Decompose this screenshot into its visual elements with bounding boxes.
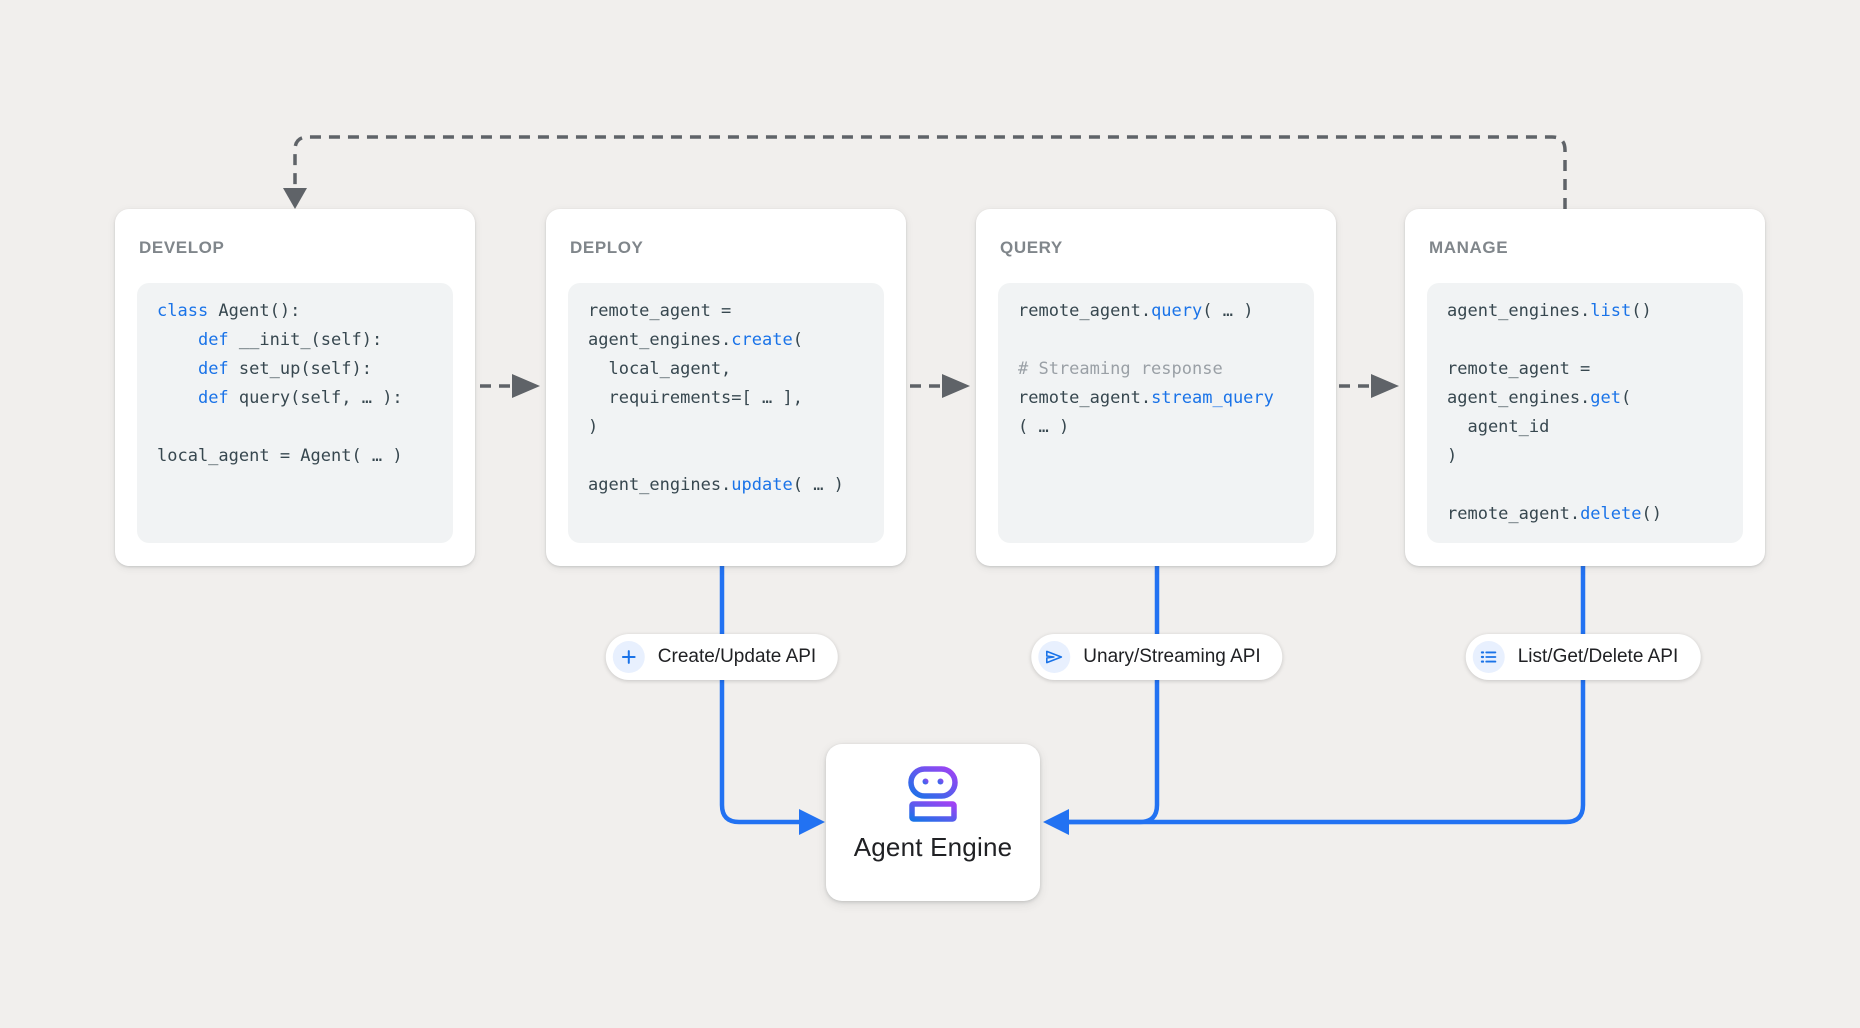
arrowhead-left-icon (1043, 809, 1069, 835)
code-line: agent_id (1447, 417, 1550, 437)
code-line: local_agent = Agent( … ) (157, 446, 403, 466)
code-line: local_agent, (588, 359, 732, 379)
code-line: remote_agent = (1447, 359, 1591, 379)
code-line: def query(self, … ): (197, 388, 403, 408)
workflow-card-deploy: DEPLOY remote_agent = agent_engines.create… (546, 209, 906, 566)
query-to-manage-arrow (1339, 374, 1399, 398)
feedback-loop-arrow (283, 135, 1567, 209)
arrowhead-right-icon (799, 809, 825, 835)
card-title: DEVELOP (139, 238, 225, 257)
code-line (1447, 326, 1723, 355)
code-block: class Agent(): def __init_(self): def se… (137, 283, 453, 543)
code-line: agent_engines.create( (588, 330, 803, 350)
api-pill-label: List/Get/Delete API (1517, 646, 1679, 667)
code-line (588, 442, 864, 471)
query-to-engine-line (1069, 566, 1160, 825)
code-line: class Agent(): (157, 301, 301, 321)
workflow-card-manage: MANAGE agent_engines.list() remote_agent =… (1405, 209, 1765, 566)
code-line: agent_engines.list() (1447, 301, 1652, 321)
code-line: remote_agent.stream_query (1018, 388, 1274, 408)
arrowhead-down-icon (283, 188, 307, 209)
api-pill-label: Create/Update API (657, 646, 817, 667)
develop-to-deploy-arrow (480, 374, 540, 398)
send-icon (1038, 641, 1071, 673)
api-pill-label: Unary/Streaming API (1083, 646, 1261, 667)
code-line: def __init_(self): (197, 330, 383, 350)
api-pill-list-get-delete-api: List/Get/Delete API (1465, 634, 1701, 680)
agent-engine-label: Agent Engine (853, 832, 1013, 862)
code-line: ( … ) (1018, 417, 1070, 437)
code-line: remote_agent.query( … ) (1018, 301, 1254, 321)
agent-engine-node: Agent Engine (826, 744, 1040, 901)
arrowhead-right-icon (1371, 374, 1399, 398)
code-line (157, 413, 433, 442)
code-block: remote_agent.query( … ) # Streaming respo… (998, 283, 1314, 543)
workflow-card-develop: DEVELOP class Agent(): def __init_(self):… (115, 209, 475, 566)
robot-icon (908, 766, 958, 822)
plus-icon (612, 641, 645, 673)
code-line: remote_agent = (588, 301, 732, 321)
code-block: remote_agent = agent_engines.create( loca… (568, 283, 884, 543)
card-title: MANAGE (1429, 238, 1509, 257)
code-line: ) (1447, 446, 1458, 466)
arrowhead-right-icon (512, 374, 540, 398)
manage-to-engine-line (1043, 566, 1586, 835)
code-line (1018, 326, 1294, 355)
code-line (1447, 471, 1723, 500)
arrowhead-right-icon (942, 374, 970, 398)
card-title: DEPLOY (570, 238, 644, 257)
code-line: requirements=[ … ], (588, 388, 803, 408)
card-title: QUERY (1000, 238, 1063, 257)
code-line: ) (588, 417, 599, 437)
workflow-card-query: QUERY remote_agent.query( … ) # Streaming … (976, 209, 1336, 566)
deploy-to-query-arrow (910, 374, 970, 398)
code-line: agent_engines.update( … ) (588, 475, 844, 495)
code-line: agent_engines.get( (1447, 388, 1632, 408)
api-pill-create-update-api: Create/Update API (605, 634, 839, 680)
api-pill-unary-streaming-api: Unary/Streaming API (1031, 634, 1283, 680)
code-line: def set_up(self): (197, 359, 372, 379)
deploy-to-engine-line (719, 566, 825, 835)
code-block: agent_engines.list() remote_agent = agent_… (1427, 283, 1743, 543)
code-line: # Streaming response (1018, 359, 1223, 379)
list-icon (1472, 641, 1505, 673)
code-line: remote_agent.delete() (1447, 504, 1662, 524)
